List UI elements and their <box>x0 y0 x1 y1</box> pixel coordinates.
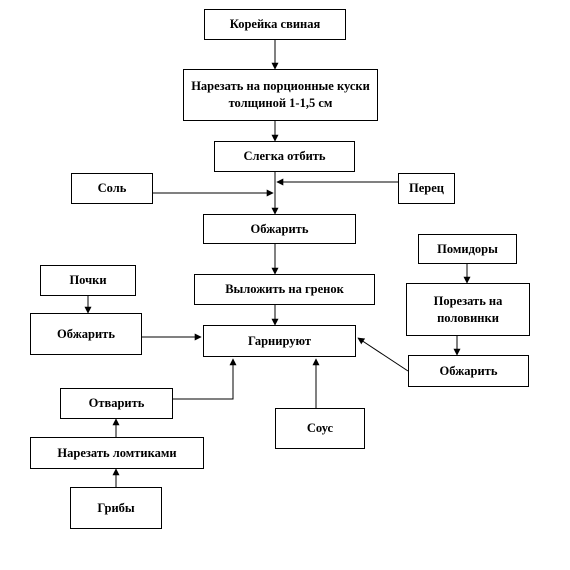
box-garniruyut: Гарнируют <box>203 325 356 357</box>
box-perec-label: Перец <box>409 181 444 195</box>
box-perec: Перец <box>398 173 455 204</box>
box-obzharit-pochki-label: Обжарить <box>57 326 115 341</box>
box-griby: Грибы <box>70 487 162 529</box>
arrow-otvarit-to-garniruyut <box>173 358 237 400</box>
box-obzharit-pochki: Обжарить <box>30 313 142 355</box>
box-slegka-otbit: Слегка отбить <box>214 141 355 172</box>
box-pomidory: Помидоры <box>418 234 517 264</box>
box-garniruyut-label: Гарнируют <box>247 333 312 348</box>
box-porezat-label: Порезать на половинки <box>433 293 503 325</box>
arrow-obzharit-pomidory-to-garniruyut <box>357 337 409 372</box>
box-otvarit: Отварить <box>60 388 173 419</box>
box-narezat-lomtikami-label: Нарезать ломтиками <box>57 445 177 460</box>
box-obzharit-pomidory: Обжарить <box>408 355 529 387</box>
box-griby-label: Грибы <box>97 500 135 515</box>
box-narezat-lomtikami: Нарезать ломтиками <box>30 437 204 469</box>
box-slegka-otbit-label: Слегка отбить <box>243 149 326 163</box>
box-sous-label: Соус <box>306 421 334 435</box>
box-pomidory-label: Помидоры <box>437 241 498 256</box>
box-pochki: Почки <box>40 265 136 296</box>
box-obzharit-main-label: Обжарить <box>250 221 309 236</box>
box-sous: Соус <box>275 408 365 449</box>
box-narezat-porcionnye-label: Нарезать на порционные куски толщиной 1-… <box>191 79 370 110</box>
box-vylozhit-label: Выложить на гренок <box>225 282 344 296</box>
box-koreyka-label: Корейка свиная <box>229 17 321 31</box>
box-porezat: Порезать на половинки <box>406 283 530 336</box>
box-sol-label: Соль <box>97 181 127 195</box>
box-vylozhit: Выложить на гренок <box>194 274 375 305</box>
box-narezat-porcionnye: Нарезать на порционные куски толщиной 1-… <box>183 69 378 121</box>
box-obzharit-main: Обжарить <box>203 214 356 244</box>
box-pochki-label: Почки <box>69 273 107 287</box>
box-obzharit-pomidory-label: Обжарить <box>439 363 498 378</box>
box-koreyka: Корейка свиная <box>204 9 346 40</box>
box-otvarit-label: Отварить <box>88 396 145 410</box>
box-sol: Соль <box>71 173 153 204</box>
